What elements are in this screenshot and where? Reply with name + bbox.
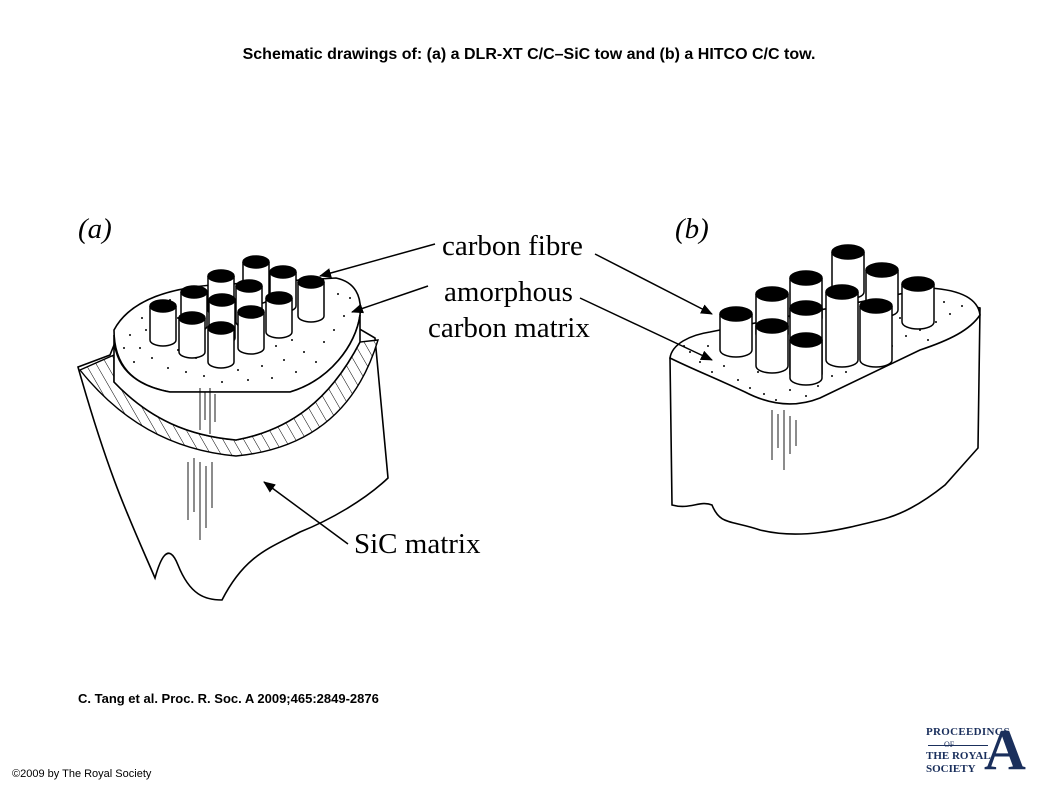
panel-a-label: (a) [78, 213, 112, 245]
logo-divider [928, 745, 988, 746]
carbon-fibres-b [719, 244, 935, 386]
panel-b-label: (b) [675, 213, 709, 245]
copyright-notice: ©2009 by The Royal Society [12, 768, 152, 780]
matrix-stipple [123, 293, 351, 383]
leader-arrows [263, 243, 713, 545]
carbon-fibres-a [149, 255, 325, 369]
panel-a [77, 255, 389, 601]
citation: C. Tang et al. Proc. R. Soc. A 2009;465:… [78, 691, 379, 706]
label-sic-matrix: SiC matrix [354, 528, 481, 560]
label-carbon-matrix: carbon matrix [428, 312, 590, 344]
matrix-stipple-b [683, 301, 963, 401]
logo-of: OF [944, 740, 955, 749]
logo-letter: A [984, 717, 1026, 782]
label-amorphous: amorphous [444, 276, 573, 308]
logo-line-1: PROCEEDINGS [926, 726, 1010, 738]
proceedings-a-logo: PROCEEDINGS OF THE ROYAL SOCIETY A [922, 721, 1026, 781]
figure-title: Schematic drawings of: (a) a DLR-XT C/C–… [242, 46, 816, 63]
logo-line-3: SOCIETY [926, 763, 976, 775]
logo-line-2: THE ROYAL [926, 750, 991, 762]
amorphous-matrix-side [113, 314, 361, 441]
panel-b [669, 244, 981, 535]
label-carbon-fibre: carbon fibre [442, 230, 583, 262]
